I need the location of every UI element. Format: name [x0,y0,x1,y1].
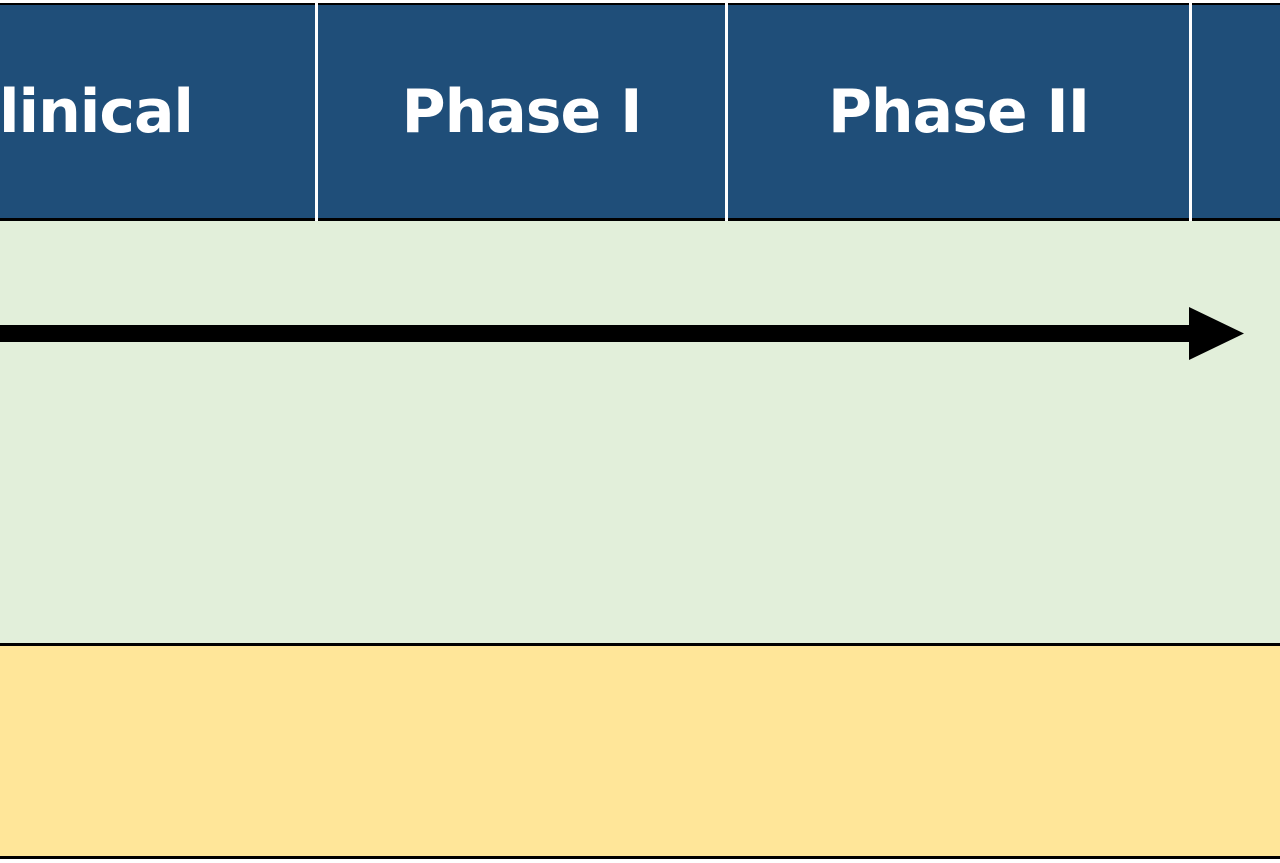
phase-divider [315,3,318,221]
phase-label-phase-1: Phase I [401,77,643,147]
phase-label-phase-2: Phase II [827,77,1090,147]
arrow-shaft [0,325,1192,342]
progress-track-band [0,221,1280,646]
phase-divider [1189,3,1192,221]
phase-divider [725,3,728,221]
lower-band [0,646,1280,859]
progress-arrow [0,307,1244,360]
arrow-head [1189,307,1244,360]
phase-header-band [0,3,1280,221]
phase-label-preclinical: clinical [0,77,194,147]
